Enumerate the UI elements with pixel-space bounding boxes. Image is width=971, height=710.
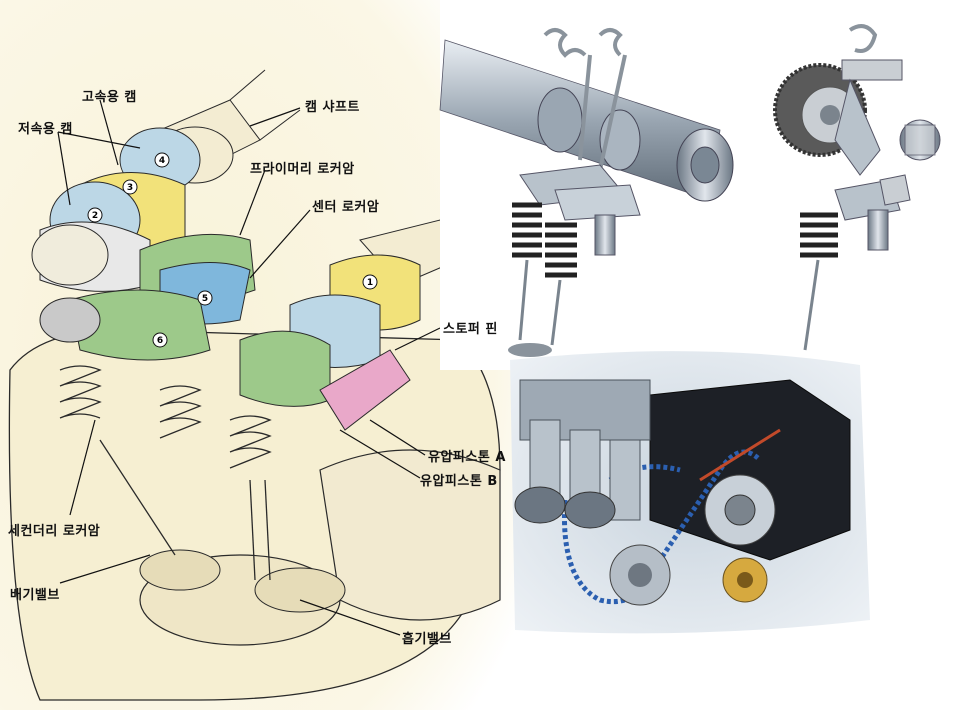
- lash-adjuster: [594, 214, 616, 256]
- cam-number-markers: 3 2 4 5 6 1: [87, 152, 378, 348]
- render-rockers: [519, 164, 641, 221]
- svg-text:3: 3: [127, 183, 133, 193]
- label-high-speed-cam: 고속용 캠: [82, 90, 137, 105]
- rocker-arms: [39, 233, 256, 361]
- svg-text:4: 4: [159, 156, 165, 166]
- render-camshaft: [439, 39, 734, 202]
- svg-text:1: 1: [367, 278, 373, 288]
- label-camshaft: 캠 샤프트: [305, 100, 360, 115]
- svg-text:2: 2: [92, 211, 98, 221]
- sketch-illustration: 3 2 4 5 6 1: [0, 0, 520, 710]
- hydraulic-piston: [319, 349, 411, 431]
- cam-cover: [649, 379, 851, 561]
- label-hydraulic-piston-b: 유압피스톤 B: [420, 474, 498, 489]
- svg-text:6: 6: [157, 336, 163, 346]
- valvetrain-render: [439, 0, 971, 370]
- leader-lines: [57, 99, 441, 636]
- label-low-speed-cam: 저속용 캠: [18, 122, 73, 137]
- label-secondary-rocker-arm: 세컨더리 로커암: [8, 524, 101, 539]
- intake-port: [319, 449, 501, 621]
- svg-text:5: 5: [202, 294, 208, 304]
- label-primary-rocker-arm: 프라이머리 로커암: [250, 162, 355, 177]
- render-valve-springs: [512, 202, 577, 278]
- engine-cutaway: [510, 351, 870, 634]
- label-center-rocker-arm: 센터 로커암: [312, 200, 380, 215]
- return-springs: [543, 28, 627, 171]
- cylinder-head-render: [514, 379, 651, 529]
- label-intake-valve: 흡기밸브: [402, 632, 452, 647]
- intake-valve-seat: [254, 567, 346, 613]
- render-valve-stems: [518, 259, 562, 346]
- valve-springs-left: [59, 365, 272, 581]
- label-exhaust-valve: 배기밸브: [10, 588, 60, 603]
- camshaft-rear: [31, 69, 301, 292]
- label-hydraulic-piston-a: 유압피스톤 A: [428, 450, 506, 465]
- label-stopper-pin: 스토퍼 핀: [443, 322, 498, 337]
- valve-head: [508, 343, 552, 357]
- render-gear-assembly: [773, 24, 941, 351]
- oil-line: [699, 428, 781, 482]
- pulleys: [609, 474, 776, 606]
- exhaust-valve-seat: [139, 549, 221, 591]
